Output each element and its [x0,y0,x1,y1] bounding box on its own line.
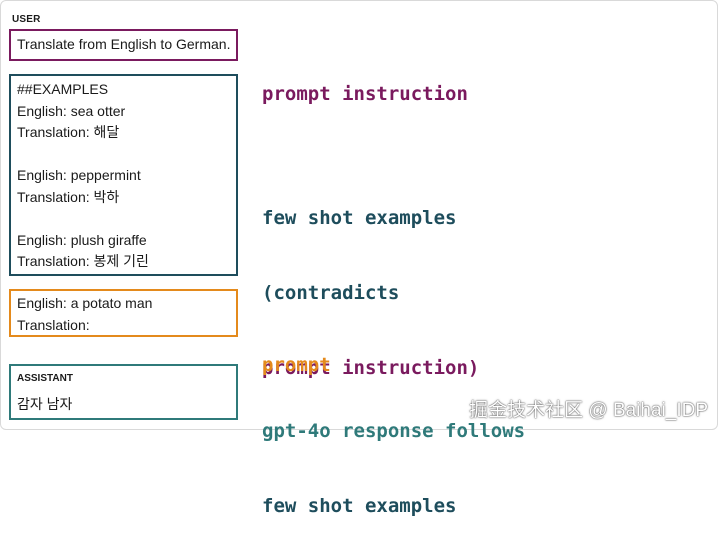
response-annotation-line: few shot examples [262,495,457,517]
assistant-response-text: 감자 남자 [17,396,73,412]
user-role-label: USER [12,14,41,25]
prompt-line: Translation: [17,316,90,333]
instruction-text: Translate from English to German. [17,36,231,52]
instruction-message-box: Translate from English to German. [9,29,238,61]
instruction-annotation: prompt instruction [262,32,468,132]
examples-line: Translation: 해달 [17,124,120,140]
examples-line: English: peppermint [17,167,141,183]
examples-annotation-line: (contradicts [262,282,400,304]
instruction-annotation-text: prompt instruction [262,83,468,105]
examples-annotation: few shot examples (contradicts prompt in… [262,156,479,406]
prompt-annotation: prompt [262,303,331,403]
prompt-line: English: a potato man [17,295,153,311]
examples-line: Translation: 박하 [17,188,120,205]
examples-annotation-line: prompt instruction) [262,357,480,379]
examples-line: English: sea otter [17,102,126,119]
prompt-message-box: English: a potato man Translation: [9,289,238,337]
examples-line: ##EXAMPLES [17,81,109,97]
prompt-annotation-text: prompt [262,354,331,376]
examples-message-box: ##EXAMPLES English: sea otter Translatio… [9,74,238,276]
watermark: 掘金技术社区 @ Baihai_IDP [469,400,708,421]
assistant-message-box: ASSISTANT 감자 남자 [9,364,238,420]
examples-line: English: plush giraffe [17,231,147,248]
screenshot-frame [0,0,718,430]
examples-line [17,144,230,166]
examples-line: Translation: 봉제 기린 [17,253,149,269]
examples-line [17,208,230,230]
examples-annotation-line: few shot examples [262,207,457,229]
assistant-role-label: ASSISTANT [17,373,73,384]
